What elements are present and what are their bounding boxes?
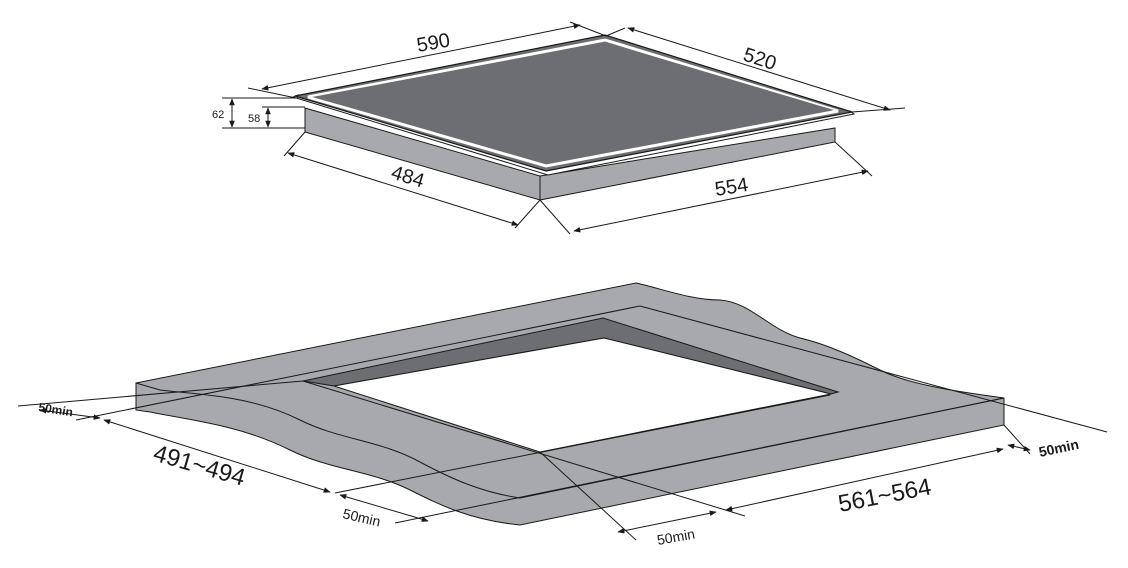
label-554: 554 [713,174,749,201]
dim-line-50min-front [339,494,429,522]
cutout-dimensions [17,305,1108,541]
dim-line-50min-left [39,408,101,420]
dim-line-491-494 [103,419,331,493]
label-561-564: 561~564 [836,473,934,517]
dim-line-50min-right [1007,443,1031,452]
label-484: 484 [389,162,427,193]
dim-line-590 [261,23,581,91]
label-50min-left: 50min [38,400,74,419]
dim-line-50min-front-right [617,510,717,534]
dim-line-520 [627,27,891,111]
label-491-494: 491~494 [150,440,248,492]
label-62: 62 [212,109,224,121]
label-50min-front: 50min [341,505,382,529]
hob-dimensions [222,21,906,235]
label-58: 58 [248,113,260,125]
label-590: 590 [415,29,452,56]
dim-line-484 [287,152,519,226]
label-50min-right: 50min [1037,436,1080,460]
dim-line-554 [573,169,869,233]
dim-line-561-564 [725,447,1004,512]
label-520: 520 [740,44,779,75]
cutout-opening [333,337,832,453]
countertop-drawing [135,282,1005,526]
label-50min-front-right: 50min [656,526,696,548]
